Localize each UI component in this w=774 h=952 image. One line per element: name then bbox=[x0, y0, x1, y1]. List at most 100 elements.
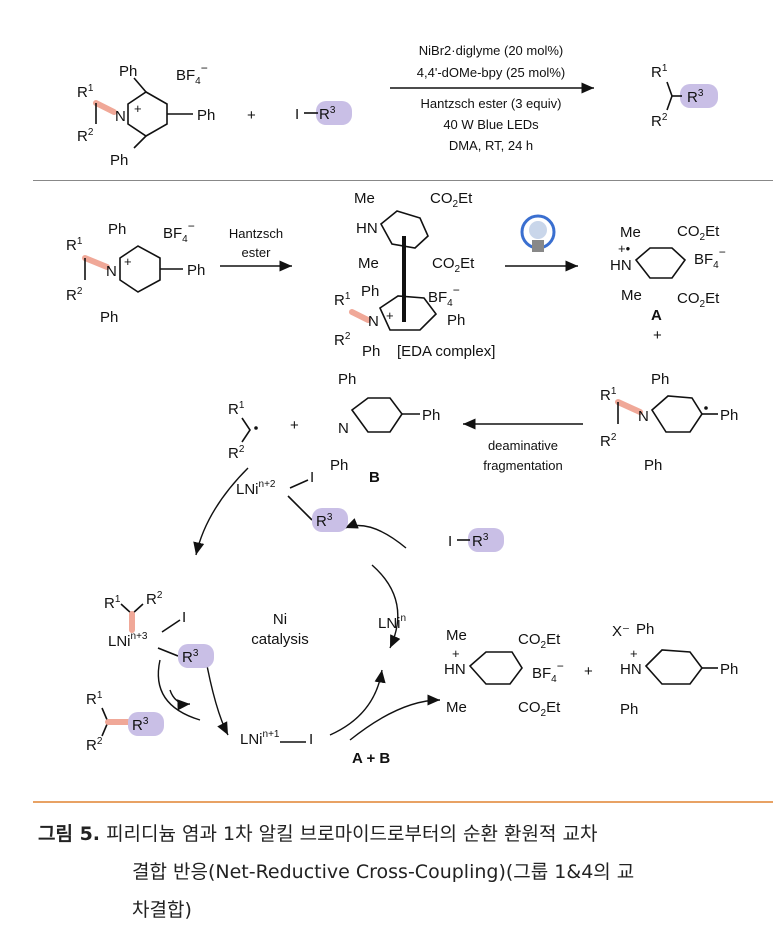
svg-text:R1: R1 bbox=[600, 386, 617, 404]
caption-line-1: 피리디늄 염과 1차 알킬 브로마이드로부터의 순환 환원적 교차 bbox=[106, 823, 598, 845]
frag-label-1: deaminative bbox=[488, 438, 558, 453]
caption-line-3: 차결합) bbox=[132, 899, 192, 921]
figure-number: 그림 5. bbox=[38, 823, 101, 845]
svg-text:X⁻: X⁻ bbox=[612, 623, 630, 640]
caption-divider bbox=[33, 801, 773, 803]
svg-text:HN: HN bbox=[610, 257, 632, 274]
svg-text:Ph: Ph bbox=[644, 457, 662, 474]
svg-text:Ph: Ph bbox=[361, 283, 379, 300]
a-plus-b: A + B bbox=[352, 750, 390, 767]
ni-iodide-reagent: I R3 bbox=[448, 528, 504, 552]
frag-label-2: fragmentation bbox=[483, 458, 563, 473]
svg-text:+: + bbox=[124, 254, 132, 269]
svg-text:R1: R1 bbox=[228, 400, 245, 418]
svg-text:N: N bbox=[338, 420, 349, 437]
svg-text:R1: R1 bbox=[104, 594, 121, 612]
arrow1-label-1: Hantzsch bbox=[229, 226, 283, 241]
svg-text:LNin: LNin bbox=[378, 613, 406, 632]
mech-pyridinium: R1 R2 N + Ph Ph Ph BF4− bbox=[66, 219, 205, 326]
svg-text:+: + bbox=[653, 327, 662, 344]
svg-text:R1: R1 bbox=[86, 690, 103, 708]
svg-text:Ph: Ph bbox=[362, 343, 380, 360]
svg-text:DMA, RT, 24 h: DMA, RT, 24 h bbox=[449, 138, 533, 153]
svg-text:CO2Et: CO2Et bbox=[677, 223, 720, 243]
ni-species-n2: LNin+2 I R3 bbox=[236, 469, 348, 532]
divider-line bbox=[33, 180, 773, 181]
ni-species-n: LNin bbox=[378, 613, 406, 632]
svg-text:HN: HN bbox=[444, 661, 466, 678]
svg-text:Me: Me bbox=[446, 627, 467, 644]
svg-text:R2: R2 bbox=[146, 590, 163, 608]
svg-text:R2: R2 bbox=[334, 331, 351, 349]
svg-text:I: I bbox=[448, 533, 452, 550]
svg-text:B: B bbox=[369, 469, 380, 486]
ni-label-1: Ni bbox=[273, 611, 287, 628]
svg-text:Ph: Ph bbox=[651, 371, 669, 388]
plus-3: + bbox=[584, 663, 593, 680]
svg-text:CO2Et: CO2Et bbox=[430, 190, 473, 210]
svg-text:Ph: Ph bbox=[338, 371, 356, 388]
light-bulb-icon bbox=[520, 214, 556, 252]
svg-text:N: N bbox=[115, 108, 126, 125]
svg-text:R1: R1 bbox=[66, 236, 83, 254]
svg-text:A: A bbox=[651, 307, 662, 324]
svg-text:R2: R2 bbox=[66, 286, 83, 304]
svg-text:Ph: Ph bbox=[720, 661, 738, 678]
ni-cycle bbox=[157, 467, 441, 741]
svg-text:R2: R2 bbox=[651, 112, 668, 130]
svg-text:BF4−: BF4− bbox=[532, 659, 564, 685]
svg-text:Me: Me bbox=[621, 287, 642, 304]
svg-text:LNin+3: LNin+3 bbox=[108, 631, 148, 650]
svg-text:BF4−: BF4− bbox=[163, 219, 195, 245]
dihydropyridyl-radical: R1 R2 N Ph Ph Ph bbox=[600, 371, 738, 474]
ni-species-n1: LNin+1 I bbox=[240, 729, 313, 748]
plus-sign: + bbox=[247, 107, 256, 124]
svg-text:CO2Et: CO2Et bbox=[518, 631, 561, 651]
svg-text:R2: R2 bbox=[228, 444, 245, 462]
ni-species-n3: R1 R2 LNin+3 I R3 bbox=[104, 590, 214, 668]
svg-text:N: N bbox=[106, 263, 117, 280]
svg-text:I: I bbox=[310, 469, 314, 486]
svg-text:[EDA complex]: [EDA complex] bbox=[397, 343, 495, 360]
caption-line-2: 결합 반응(Net-Reductive Cross-Coupling)(그룹 1… bbox=[132, 861, 635, 883]
svg-text:Ph: Ph bbox=[422, 407, 440, 424]
svg-text:R1: R1 bbox=[77, 83, 94, 101]
reaction-scheme: R1 R2 N + Ph Ph Ph BF4− + I R3 NiBr2·dig… bbox=[66, 43, 738, 767]
svg-text:Ph: Ph bbox=[447, 312, 465, 329]
svg-text:R1: R1 bbox=[334, 291, 351, 309]
svg-text:I: I bbox=[295, 106, 299, 123]
svg-text:BF4−: BF4− bbox=[694, 245, 726, 271]
svg-text:Ph: Ph bbox=[330, 457, 348, 474]
svg-text:+: + bbox=[134, 101, 142, 116]
figure-caption: 그림 5. 피리디늄 염과 1차 알킬 브로마이드로부터의 순환 환원적 교차 … bbox=[38, 815, 758, 929]
svg-text:Ph: Ph bbox=[197, 107, 215, 124]
svg-text:CO2Et: CO2Et bbox=[518, 699, 561, 719]
svg-text:CO2Et: CO2Et bbox=[432, 255, 475, 275]
svg-text:LNin+2: LNin+2 bbox=[236, 479, 276, 498]
svg-text:Me: Me bbox=[358, 255, 379, 272]
svg-text:+: + bbox=[452, 646, 460, 661]
top-iodide: I R3 bbox=[295, 101, 352, 125]
svg-text:Ph: Ph bbox=[108, 221, 126, 238]
arrow1-label-2: ester bbox=[242, 245, 272, 260]
svg-text:Ph: Ph bbox=[187, 262, 205, 279]
svg-text:LNin+1: LNin+1 bbox=[240, 729, 280, 748]
svg-text:Hantzsch ester (3 equiv): Hantzsch ester (3 equiv) bbox=[421, 96, 562, 111]
pyridine-B: Ph N Ph Ph B bbox=[330, 371, 440, 486]
svg-text:R2: R2 bbox=[86, 736, 103, 754]
svg-text:BF4−: BF4− bbox=[428, 283, 460, 309]
svg-text:I: I bbox=[309, 731, 313, 748]
alkyl-radical: R1 R2 bbox=[228, 400, 258, 462]
svg-text:4,4'-dOMe-bpy (25 mol%): 4,4'-dOMe-bpy (25 mol%) bbox=[417, 65, 565, 80]
svg-text:Ph: Ph bbox=[110, 152, 128, 169]
svg-text:Ph: Ph bbox=[119, 63, 137, 80]
svg-text:Ph: Ph bbox=[720, 407, 738, 424]
ni-label-2: catalysis bbox=[251, 631, 309, 648]
svg-text:+•: +• bbox=[618, 241, 631, 256]
svg-text:Ph: Ph bbox=[620, 701, 638, 718]
svg-text:Me: Me bbox=[354, 190, 375, 207]
byproduct-pyridinium: X⁻ Ph + HN Ph Ph bbox=[612, 621, 738, 718]
eda-complex: Me CO2Et HN Me CO2Et R1 R2 N + Ph Ph Ph … bbox=[334, 190, 495, 360]
top-product: R1 R2 R3 bbox=[651, 63, 718, 130]
svg-text:CO2Et: CO2Et bbox=[677, 290, 720, 310]
